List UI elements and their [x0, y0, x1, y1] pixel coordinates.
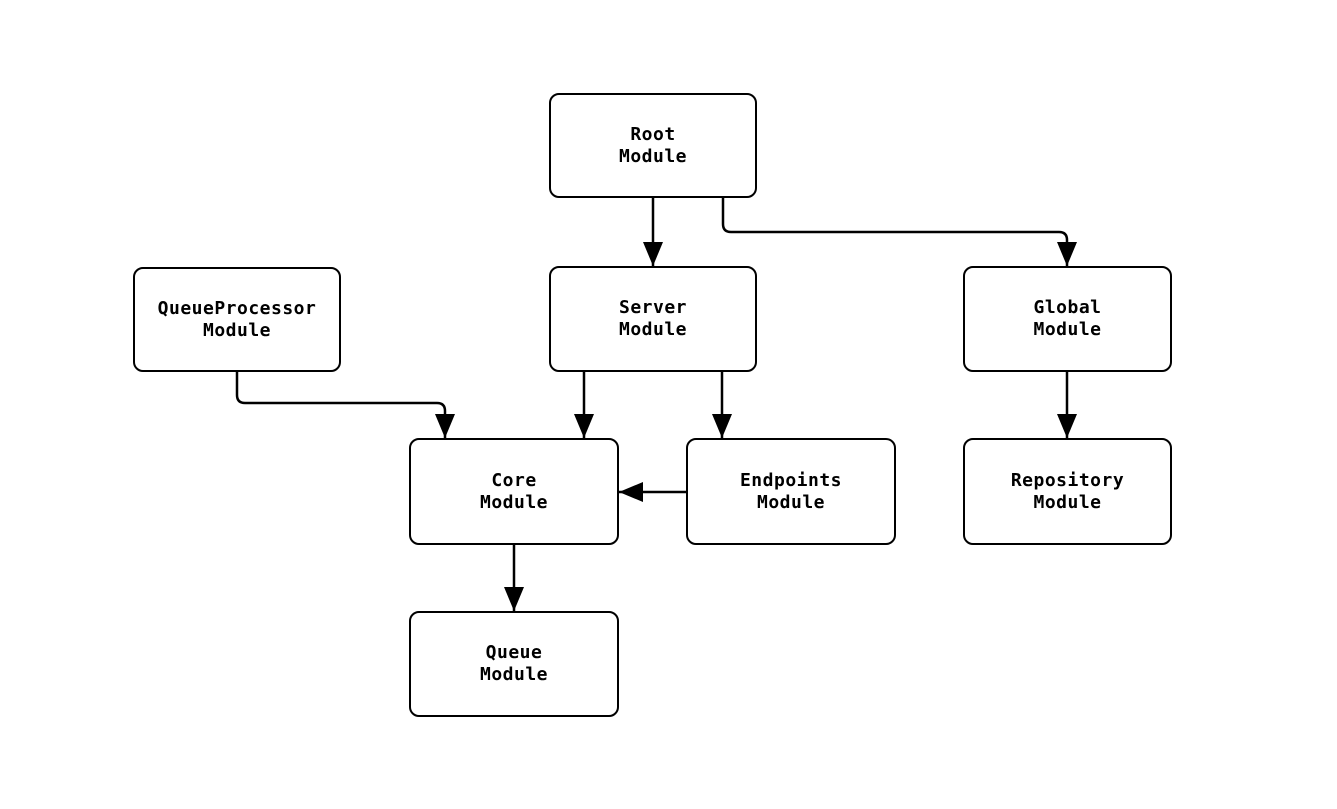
node-label: Module [756, 491, 826, 513]
node-label: QueueProcessor [157, 297, 317, 319]
node-label: Core [491, 469, 537, 491]
node-repository-module: Repository Module [963, 438, 1172, 545]
edge-root-to-global [721, 198, 1077, 266]
node-label: Module [1033, 491, 1102, 513]
node-server-module: Server Module [549, 266, 757, 372]
node-label: Queue [485, 642, 543, 663]
node-label: Module [479, 664, 549, 685]
node-label: Global [1033, 297, 1102, 318]
node-queueprocessor-module: QueueProcessor Module [133, 267, 341, 372]
node-label: Server [618, 297, 688, 318]
node-core-module: Core Module [409, 438, 619, 545]
node-label: Endpoints [739, 469, 843, 491]
node-label: Module [202, 319, 272, 341]
edge-queueprocessor-to-core [235, 372, 455, 438]
node-label: Repository [1010, 469, 1125, 491]
node-endpoints-module: Endpoints Module [686, 438, 896, 545]
node-label: Module [479, 491, 549, 513]
node-label: Module [618, 145, 688, 167]
node-root-module: Root Module [549, 93, 757, 198]
node-queue-module: Queue Module [409, 611, 619, 717]
node-label: Module [1033, 319, 1102, 340]
node-global-module: Global Module [963, 266, 1172, 372]
node-label: Module [618, 319, 688, 340]
node-label: Root [630, 123, 676, 145]
